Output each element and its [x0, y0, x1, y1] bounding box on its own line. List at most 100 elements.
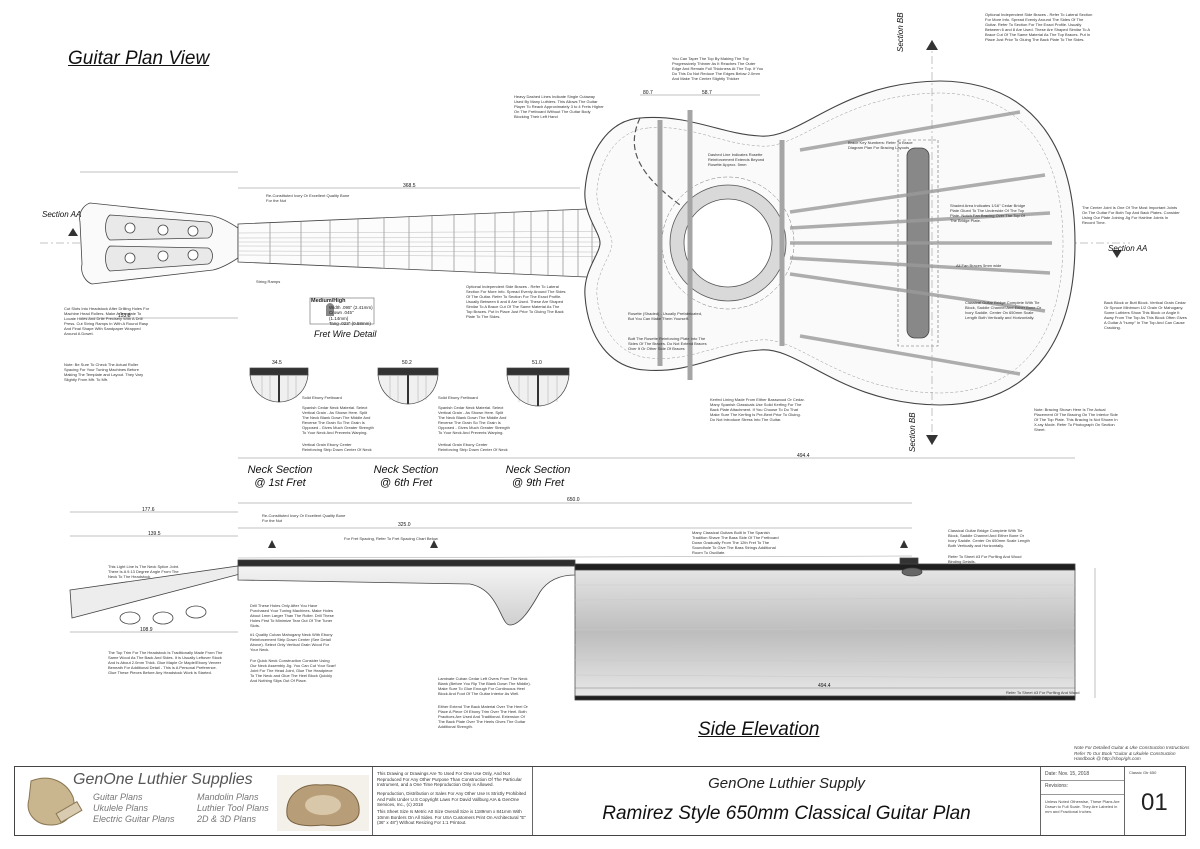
- units-note: Unless Noted Otherwise, These Plans Are …: [1045, 799, 1120, 814]
- note-neck-sec1-c: Vertical Grain Ebony Center Reinforcing …: [302, 442, 372, 452]
- note-refer-sheet-b: Refer To Sheet #3 For Purfling And Wood …: [1006, 690, 1080, 700]
- brand-panel: GenOne Luthier Supplies Guitar Plans Uku…: [15, 767, 373, 835]
- note-classical-bridge: Classical Guitar Bridge Complete With Ti…: [965, 300, 1042, 320]
- neck-section-1-title: Neck Section @ 1st Fret: [240, 464, 320, 490]
- note-heavy-dashed: Heavy Dashed Lines Indicate Single Cutaw…: [514, 94, 604, 119]
- note-splice: This Light Line Is The Neck Splice Joint…: [108, 564, 180, 579]
- link-electric-guitar-plans[interactable]: Electric Guitar Plans: [93, 814, 175, 824]
- neck-section-3-line2: @ 9th Fret: [511, 477, 565, 489]
- plan-dimension-lines: [80, 94, 1075, 459]
- section-bb-label-top: Section BB: [896, 12, 905, 52]
- dim-177: 177.6: [142, 507, 155, 513]
- dim-34: 34.5: [272, 360, 282, 366]
- note-side-bone: Re-Constituted Ivory Or Excellent Qualit…: [262, 513, 346, 523]
- dim-108: 108.9: [140, 627, 153, 633]
- reference-line-2: Refer To Our Book "Guitar & Ukulele Cons…: [1074, 750, 1176, 756]
- date-label: Date: Nov. 15, 2018: [1045, 771, 1090, 777]
- link-mandolin-plans[interactable]: Mandolin Plans: [197, 792, 259, 802]
- neck-section-3-title: Neck Section @ 9th Fret: [498, 464, 578, 490]
- side-elevation-title: Side Elevation: [698, 719, 820, 740]
- plan-view: [40, 40, 1130, 459]
- note-taper: You Can Taper The Top By Making The Top …: [672, 56, 764, 81]
- dim-139: 139.5: [148, 531, 161, 537]
- neck-section-3: [506, 367, 570, 407]
- company-name: GenOne Luthier Supply: [708, 775, 865, 792]
- plan-view-title: Guitar Plan View: [68, 48, 210, 69]
- plan-list-left: Guitar Plans Ukulele Plans Electric Guit…: [93, 792, 175, 825]
- note-rosette-dashed: Dashed Line Indicates Rosette Reinforcem…: [708, 152, 765, 167]
- dim-153: 153.8: [118, 313, 131, 319]
- note-neck-sec2-b: Spanish Cedar Neck Material. Select Vert…: [438, 405, 510, 435]
- section-aa-label-right: Section AA: [1108, 244, 1148, 253]
- note-rosette-shaded: Rosette (Shaded) - Usually Prefabricated…: [628, 311, 703, 321]
- note-quick-neck: For Quick Neck Construction Consider Usi…: [250, 658, 336, 683]
- section-aa-marker-right: [1112, 250, 1122, 258]
- dim-650: 650.0: [567, 497, 580, 503]
- link-2d-3d-plans[interactable]: 2D & 3D Plans: [197, 814, 257, 824]
- neck-section-1: [249, 367, 309, 403]
- fret-wire-table: Medium/High Width .095" (2.41mm) Crown .…: [311, 298, 373, 327]
- fret-wire-header: Medium/High: [311, 298, 346, 304]
- guitar-body-logo: [27, 777, 83, 826]
- dim-494-plan: 494.4: [797, 453, 810, 459]
- plan-title: Ramirez Style 650mm Classical Guitar Pla…: [602, 803, 971, 824]
- title-panel: GenOne Luthier Supply Ramirez Style 650m…: [533, 767, 1041, 835]
- sound-hole: [683, 198, 773, 288]
- sheet-panel: Classic Gtr 650 01: [1125, 767, 1185, 835]
- harmonic-bars: [657, 110, 785, 380]
- fret-wire-detail-title: Fret Wire Detail: [314, 329, 377, 339]
- link-luthier-tool-plans[interactable]: Luthier Tool Plans: [197, 803, 269, 813]
- reference-line-3: Handbook @ http://shop/gls.com: [1074, 756, 1141, 762]
- dim-80: 80.7: [643, 90, 653, 96]
- fret-wire-width: Width .095" (2.41mm): [329, 304, 373, 310]
- plan-code: Classic Gtr 650: [1129, 770, 1157, 775]
- note-back-block: Back Block or Butt Block. Vertical Grain…: [1104, 300, 1187, 330]
- note-brace-key: Brace Key Numbers: Refer To Brace Diagra…: [848, 140, 913, 150]
- headstock-outline: [79, 202, 239, 285]
- mold-photo: [277, 775, 369, 831]
- note-side-braces-top: Optional Independent Side Braces - Refer…: [985, 12, 1093, 42]
- title-block: GenOne Luthier Supplies Guitar Plans Uku…: [14, 766, 1186, 836]
- note-neck-sec1-b: Spanish Cedar Neck Material. Select Vert…: [302, 405, 374, 435]
- note-ebony-back: Either Extend The Back Material Over The…: [438, 704, 528, 729]
- section-aa-marker-left: [68, 228, 78, 236]
- note-neck-sec1-a: Solid Ebony Fretboard: [302, 395, 342, 400]
- side-dimension-lines: [70, 502, 1096, 698]
- fret-wire-detail: [309, 297, 375, 325]
- note-neck-sec2-a: Solid Ebony Fretboard: [438, 395, 478, 400]
- neck-sections: [249, 367, 570, 407]
- note-kerfed: Kerfed Lining Made From Either Basswood …: [710, 397, 805, 422]
- legal-text-1: This Drawing or Drawings Are To Used For…: [377, 771, 522, 788]
- neck-section-2-line1: Neck Section: [373, 464, 439, 476]
- neck-section-2-title: Neck Section @ 6th Fret: [366, 464, 446, 490]
- divider: [1041, 794, 1124, 795]
- note-headstock-trim: The Top Trim For The Headstock Is Tradit…: [108, 650, 223, 675]
- dim-50: 50.2: [402, 360, 412, 366]
- side-body: [574, 567, 1076, 699]
- construction-reference-note: Note For Detailed Guitar & Uke Construct…: [1074, 745, 1189, 762]
- reference-line-1: Note For Detailed Guitar & Uke Construct…: [1074, 745, 1190, 750]
- note-drill-holes: Drill These Holes Only After You Have Pu…: [250, 603, 334, 628]
- brand-name: GenOne Luthier Supplies: [73, 771, 253, 788]
- note-bone-nut: Re-Constituted Ivory Or Excellent Qualit…: [266, 193, 350, 203]
- note-sound-hole: Many Classical Guitars Built In The Span…: [692, 530, 779, 555]
- neck-section-2: [377, 367, 439, 405]
- note-center-joint: The Center Joint Is One Of The Most Impo…: [1082, 205, 1180, 225]
- legal-panel: This Drawing or Drawings Are To Used For…: [373, 767, 533, 835]
- section-bb-label-bottom: Section BB: [908, 412, 917, 452]
- note-soft-rosette: Butt The Rosette Reinforcing Plate Into …: [628, 336, 707, 351]
- link-guitar-plans[interactable]: Guitar Plans: [93, 792, 143, 802]
- neck-section-2-line2: @ 6th Fret: [379, 477, 433, 489]
- side-neck: [237, 565, 576, 626]
- section-bb-marker-top: [926, 40, 938, 50]
- fret-wire-crown: Crown .045" (1.14mm): [329, 310, 354, 321]
- legal-text-2: Reproduction, Distribution or Sales For …: [377, 791, 527, 808]
- divider: [1041, 780, 1124, 781]
- dim-368: 368.5: [403, 183, 416, 189]
- note-laminate: Laminate Cuban Cedar Left Overs From The…: [438, 676, 531, 696]
- legal-text-3: This Sheet Size Is Metric A0 Size Overal…: [377, 809, 526, 826]
- link-ukulele-plans[interactable]: Ukulele Plans: [93, 803, 149, 813]
- note-fret-spacing: For Fret Spacing, Refer To Fret Spacing …: [344, 536, 438, 541]
- revision-panel: Date: Nov. 15, 2018 Revisions: Unless No…: [1041, 767, 1125, 835]
